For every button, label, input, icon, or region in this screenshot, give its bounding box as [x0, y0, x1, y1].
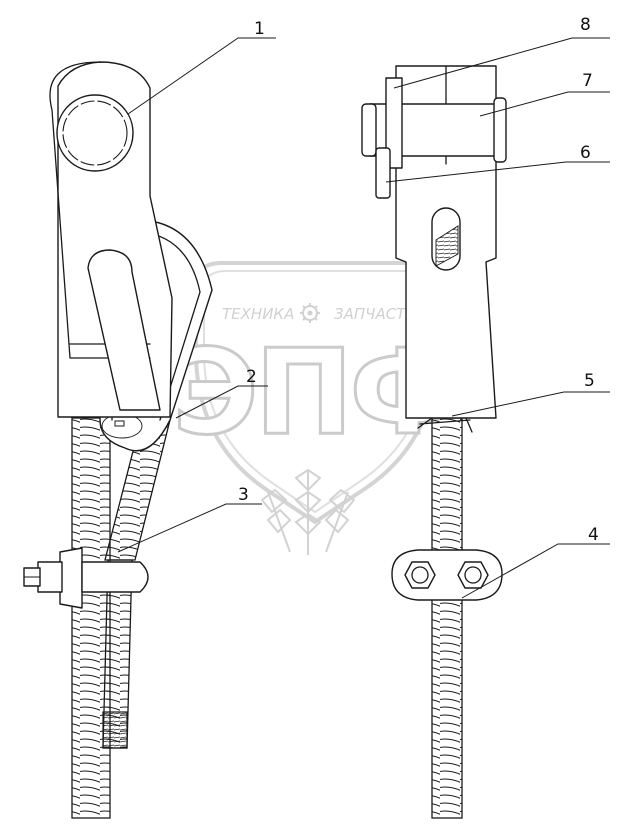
- leader-lines: [117, 37, 610, 599]
- wheat-emblem: [260, 468, 356, 555]
- watermark-left-word: ТЕХНИКА: [222, 305, 294, 323]
- right-washer-plate: [385, 77, 403, 169]
- watermark-right-word: ЗАПЧАСТИ: [334, 305, 417, 323]
- right-rope: [431, 417, 463, 819]
- clip-nut-right: [457, 561, 489, 589]
- clip-nut-left: [404, 561, 436, 589]
- left-u-bolt-clamp: [23, 547, 149, 609]
- callout-labels: 1 2 3 4 5 6 7 8: [238, 15, 599, 545]
- callout-7: 7: [582, 71, 593, 91]
- callout-3: 3: [238, 485, 249, 505]
- callout-2: 2: [246, 367, 257, 387]
- right-rope-clip: [391, 549, 503, 601]
- callout-4: 4: [588, 525, 599, 545]
- left-rope-threaded-end: [102, 711, 128, 749]
- left-assembly: [23, 61, 213, 819]
- right-assembly: [361, 65, 507, 819]
- left-rope-main: [71, 417, 111, 819]
- callout-5: 5: [584, 371, 595, 391]
- right-wire-tie: [417, 417, 473, 433]
- left-clevis-eye: [56, 94, 134, 172]
- right-cotter-pin: [375, 147, 391, 199]
- callout-1: 1: [254, 19, 265, 39]
- gear-icon: [300, 303, 320, 323]
- callout-6: 6: [580, 143, 591, 163]
- left-wedge: [87, 249, 161, 411]
- callout-8: 8: [580, 15, 591, 35]
